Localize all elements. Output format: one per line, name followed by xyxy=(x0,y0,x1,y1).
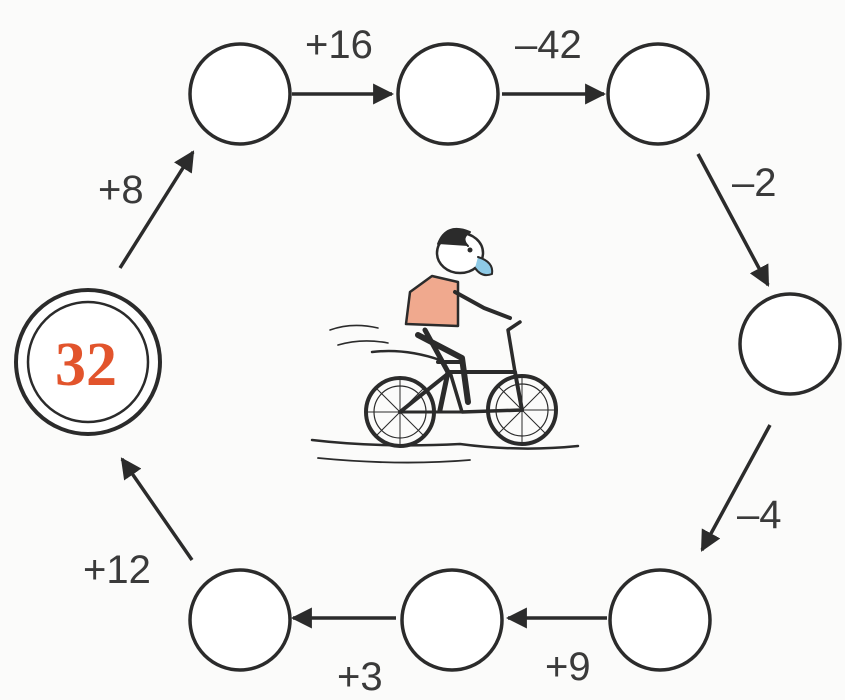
op-label-node-1-node-2: +16 xyxy=(305,23,373,67)
answer-circle-node-1[interactable] xyxy=(190,44,290,144)
start-value: 32 xyxy=(55,331,117,399)
op-label-node-6-node-7: +3 xyxy=(337,655,383,699)
empty-nodes xyxy=(190,44,840,670)
op-label-node-3-node-4: –2 xyxy=(732,161,777,205)
arrow-node-7-to-start xyxy=(122,459,192,560)
op-label-node-2-node-3: –42 xyxy=(515,23,582,67)
start-node: 32 xyxy=(16,290,160,434)
cyclist-icon xyxy=(312,229,578,463)
op-label-start-node-1: +8 xyxy=(98,168,144,212)
op-label-node-5-node-6: +9 xyxy=(545,645,591,689)
arrows xyxy=(120,94,770,618)
answer-circle-node-2[interactable] xyxy=(398,44,498,144)
op-label-node-7-start: +12 xyxy=(83,548,151,592)
answer-circle-node-4[interactable] xyxy=(740,294,840,394)
answer-circle-node-7[interactable] xyxy=(190,570,290,670)
answer-circle-node-6[interactable] xyxy=(402,570,502,670)
op-label-node-4-node-5: –4 xyxy=(737,493,782,537)
answer-circle-node-5[interactable] xyxy=(610,570,710,670)
answer-circle-node-3[interactable] xyxy=(608,44,708,144)
